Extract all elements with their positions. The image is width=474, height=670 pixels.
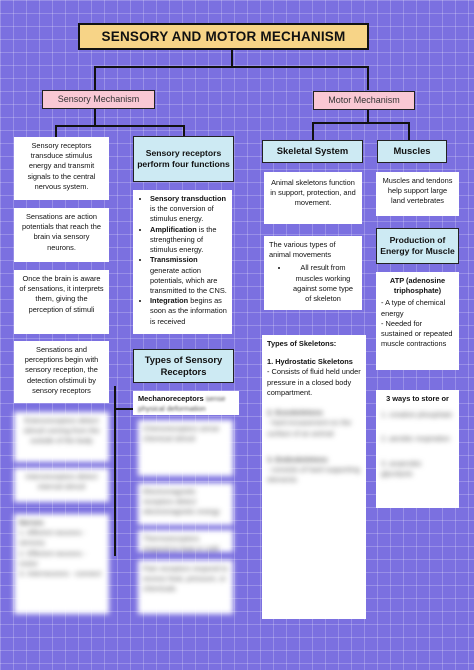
connector-line [367,109,369,123]
sensory-box-4-text: Sensations and perceptions begin with se… [24,345,99,395]
skeleton-types-header: Types of Skeletons: [267,339,337,348]
hydrostatic-title: 1. Hydrostatic Skeletons [267,357,353,367]
mechanoreceptors-term: Mechanoreceptors [138,394,204,403]
exteroreceptors-box: Exteroreceptors detect stimuli coming fr… [14,412,109,462]
nerves-box: Nerves 1. Afferent neurons - sensory 2. … [14,514,109,614]
storage-item: 3. anaerobic glycolysis [381,458,422,478]
page-title: SENSORY AND MOTOR MECHANISM [78,23,369,50]
connector-line [408,122,410,140]
nerves-item: 3. Interneurons - connect [19,569,102,579]
skeletal-box-1: Animal skeletons function in support, pr… [264,172,362,224]
energy-storage-header: 3 ways to store or [386,394,449,403]
atp-line: - A type of chemical energy [381,298,446,318]
skeleton-types-box: Types of Skeletons: 1. Hydrostatic Skele… [262,335,366,619]
pain-receptors-box: Pain receptors respond to excess heat, p… [138,560,233,614]
mechanoreceptors-text: sense physical deformation [138,394,226,414]
connector-line [55,125,185,127]
motor-mechanism-label: Motor Mechanism [313,91,415,110]
sensory-box-3: Once the brain is aware of sensations, i… [14,270,109,334]
atp-box: ATP (adenosine triphosphate) - A type of… [376,272,459,370]
movements-lead: The various types of animal movements [269,240,336,260]
movements-item: All result from muscles working against … [289,263,357,304]
sensory-box-1: Sensory receptors transduce stimulus ene… [14,137,109,200]
mechanoreceptors-box: Mechanoreceptors sense physical deformat… [133,391,239,415]
connector-line [183,125,185,137]
nerves-title: Nerves [19,518,44,527]
function-item: Transmission generate action potentials,… [150,255,227,296]
sensory-functions-list: Sensory transduction is the conversion o… [138,194,227,327]
connector-line [231,50,233,67]
sensory-functions-box: Sensory transduction is the conversion o… [133,190,232,334]
sensory-types-header: Types of Sensory Receptors [133,349,234,383]
thermoreceptors-box: Thermoreceptors respond to heat or cold [138,530,233,553]
energy-storage-box: 3 ways to store or 1. creatine phosphate… [376,390,459,508]
skeletal-system-header: Skeletal System [262,140,363,163]
connector-line [312,122,410,124]
endoskeleton-title: 3. Endoskeletons [267,454,328,464]
connector-line [94,66,96,90]
chemoreceptors-box: Chemoreceptors sense chemical stimuli [138,420,233,476]
function-item: Amplification is the strengthening of st… [150,225,227,256]
connector-line [367,66,369,90]
sensory-box-4: Sensations and perceptions begin with se… [14,341,109,403]
connector-line [94,66,369,68]
connector-line [114,386,116,556]
storage-item: 2. aerobic respiration [381,434,451,444]
movements-list: All result from muscles working against … [269,263,357,304]
connector-line [55,125,57,138]
atp-line: - Needed for sustained or repeated muscl… [381,318,453,349]
endoskeleton-text: - consists of hard supporting elements [267,464,360,485]
muscles-box-1: Muscles and tendons help support large l… [376,172,459,216]
electromagnetic-box: Electromagnetic receptors detect electro… [138,483,233,525]
sensory-box-2: Sensations are action potentials that re… [14,208,109,262]
connector-line [114,408,134,410]
sensory-mechanism-label: Sensory Mechanism [42,90,155,109]
atp-title: ATP (adenosine triphosphate) [389,276,446,296]
nerves-item: 1. Afferent neurons - sensory [19,528,86,548]
muscles-header: Muscles [377,140,447,163]
exoskeleton-title: 2. Exoskeletons [267,408,323,418]
skeletal-box-2: The various types of animal movements Al… [264,236,362,310]
energy-production-header: Production of Energy for Muscle [376,228,459,264]
interoreceptors-box: Interoreceptors detect internal stimuli [14,468,109,502]
nerves-item: 2. Efferent neurons - motor [19,548,87,568]
function-item: Sensory transduction is the conversion o… [150,194,227,225]
connector-line [312,122,314,140]
sensory-functions-header: Sensory receptors perform four functions [133,136,234,182]
exoskeleton-text: - hard encasement on the surface of an a… [267,418,352,438]
storage-item: 1. creatine phosphate [381,410,453,420]
hydrostatic-text: - Consists of fluid held under pressure … [267,367,361,397]
function-item: Integration begins as soon as the inform… [150,296,227,327]
connector-line [94,109,96,126]
